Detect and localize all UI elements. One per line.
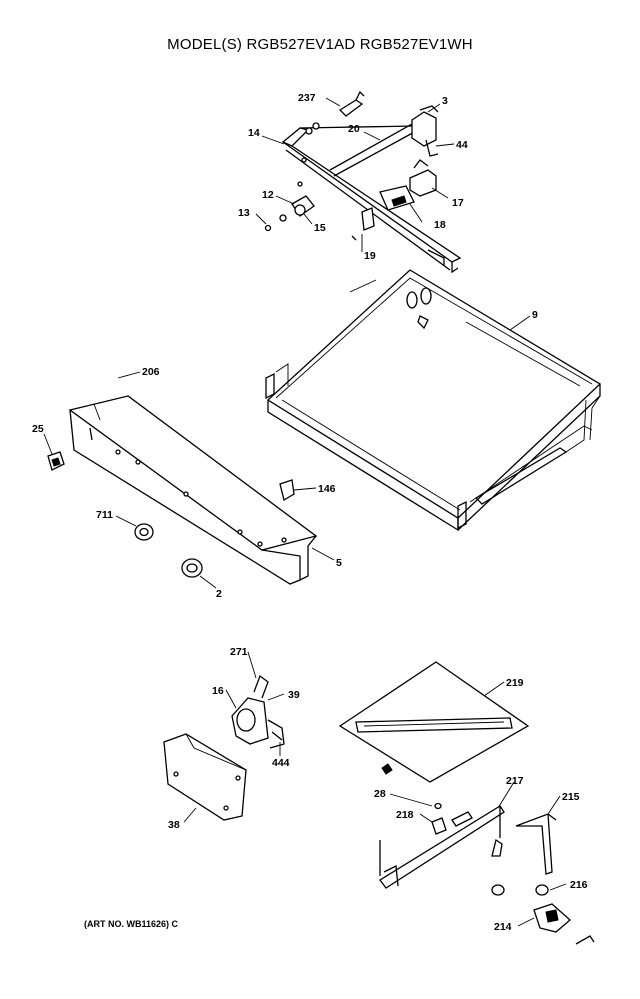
callout-17: 17 [452, 197, 464, 209]
callout-labels: 237 3 14 20 44 12 17 13 15 18 19 9 206 2… [32, 92, 588, 933]
callout-20: 20 [348, 123, 360, 135]
manifold-panel [47, 395, 318, 585]
regulator-assembly [163, 674, 285, 821]
callout-206: 206 [142, 366, 160, 378]
callout-15: 15 [314, 222, 326, 234]
art-number: (ART NO. WB11626) C [84, 919, 179, 929]
callout-13: 13 [238, 207, 250, 219]
callout-44: 44 [456, 139, 468, 151]
callout-146: 146 [318, 483, 336, 495]
callout-217: 217 [506, 775, 524, 787]
callout-38: 38 [168, 819, 180, 831]
callout-219: 219 [506, 677, 524, 689]
callout-444: 444 [272, 757, 290, 769]
callout-711: 711 [96, 509, 113, 521]
callout-14: 14 [248, 127, 260, 139]
burner-box [265, 269, 602, 532]
model-title: MODEL(S) RGB527EV1AD RGB527EV1WH [167, 36, 473, 53]
callout-12: 12 [262, 189, 274, 201]
callout-25: 25 [32, 423, 44, 435]
callout-214: 214 [494, 921, 512, 933]
callout-5: 5 [336, 557, 342, 569]
callout-216: 216 [570, 879, 588, 891]
callout-271: 271 [230, 646, 248, 658]
callout-3: 3 [442, 95, 448, 107]
callout-2: 2 [216, 588, 222, 600]
callout-39: 39 [288, 689, 300, 701]
callout-16: 16 [212, 685, 224, 697]
callout-19: 19 [364, 250, 376, 262]
callout-18: 18 [434, 219, 446, 231]
baffle-and-burner [338, 661, 595, 945]
leader-lines [43, 97, 567, 927]
callout-218: 218 [396, 809, 414, 821]
callout-215: 215 [562, 791, 580, 803]
manifold-assembly [264, 90, 462, 274]
callout-237: 237 [298, 92, 316, 104]
callout-9: 9 [532, 309, 538, 321]
callout-28: 28 [374, 788, 386, 800]
